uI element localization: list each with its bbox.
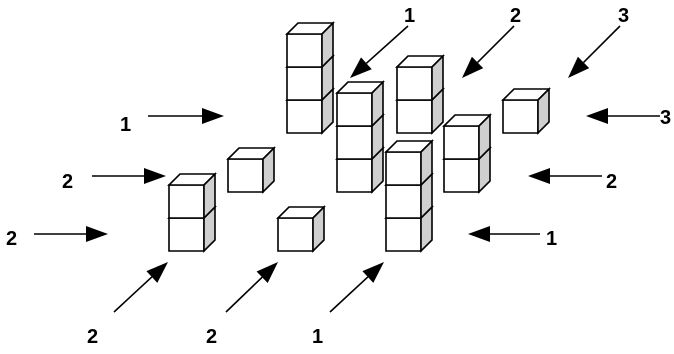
label-right-3: 3 [660, 107, 671, 129]
cube-stack [384, 139, 434, 253]
arrow [148, 108, 224, 124]
label-bottom-2-left: 2 [87, 326, 98, 348]
cube [285, 21, 335, 69]
cube-side-face [262, 146, 275, 194]
arrow-shaft [476, 25, 515, 64]
arrow-head [468, 226, 490, 242]
cube-front-face [336, 158, 373, 193]
cube-stack [167, 172, 217, 253]
arrow [462, 25, 515, 78]
cube-front-face [385, 151, 422, 186]
cube-front-face [286, 66, 323, 101]
cube-side-face [420, 139, 433, 187]
cube [395, 54, 445, 102]
cube-front-face [168, 184, 205, 219]
arrow [92, 168, 166, 184]
cube-front-face [168, 217, 205, 252]
cube [384, 139, 434, 187]
arrow-head [350, 57, 372, 78]
arrow [528, 168, 602, 184]
view-arrows [34, 25, 660, 313]
arrow [113, 262, 168, 313]
arrow [34, 226, 108, 242]
arrow [225, 262, 278, 313]
cube-front-face [336, 92, 373, 127]
cube-front-face [286, 33, 323, 68]
arrow-shaft [329, 276, 369, 313]
cube [276, 205, 326, 253]
arrow [329, 262, 384, 313]
label-right-1: 1 [546, 228, 557, 250]
label-bottom-1: 1 [312, 326, 323, 348]
cube [167, 172, 217, 220]
label-left-2-lower: 2 [6, 228, 17, 250]
label-left-2-upper: 2 [62, 171, 73, 193]
cube-front-face [227, 158, 264, 193]
cube-front-face [277, 217, 314, 252]
cube-stack [226, 146, 276, 194]
cube-front-face [443, 158, 480, 193]
arrow [586, 108, 660, 124]
arrow-head [362, 262, 384, 283]
cube-side-face [537, 87, 550, 135]
cube-side-face [203, 172, 216, 220]
arrow-shaft [225, 276, 263, 313]
arrow-shaft [582, 25, 621, 64]
label-right-2: 2 [606, 171, 617, 193]
arrow [350, 25, 409, 78]
label-bottom-2-mid: 2 [206, 326, 217, 348]
arrow-head [586, 108, 608, 124]
cube [442, 113, 492, 161]
cube-front-face [502, 99, 539, 134]
arrow-head [86, 226, 108, 242]
cube-side-face [371, 80, 384, 128]
label-top-2: 2 [510, 5, 521, 27]
cube-front-face [286, 99, 323, 134]
cube-stack [501, 87, 551, 135]
cube-stack [442, 113, 492, 194]
cube-front-face [396, 66, 433, 101]
cube-stacks [167, 21, 551, 253]
cube-side-face [478, 113, 491, 161]
arrow-head [146, 262, 168, 283]
cube-side-face [431, 54, 444, 102]
cube-stack [335, 80, 385, 194]
cube-front-face [396, 99, 433, 134]
arrow-head [256, 262, 278, 284]
cube-side-face [321, 21, 334, 69]
cube-stack [285, 21, 335, 135]
cube-stack [276, 205, 326, 253]
cube [501, 87, 551, 135]
label-top-3: 3 [618, 5, 629, 27]
arrow-head [528, 168, 550, 184]
cube-front-face [336, 125, 373, 160]
arrow-head [568, 56, 590, 78]
arrow-shaft [113, 276, 153, 313]
cube-side-face [312, 205, 325, 253]
cube [226, 146, 276, 194]
label-top-1: 1 [404, 5, 415, 27]
cube [335, 80, 385, 128]
cube-stack [395, 54, 445, 135]
arrow-shaft [365, 25, 409, 64]
arrow [468, 226, 540, 242]
label-left-1: 1 [120, 114, 131, 136]
cube-front-face [443, 125, 480, 160]
arrow-head [202, 108, 224, 124]
arrow-head [144, 168, 166, 184]
cube-front-face [385, 184, 422, 219]
arrow-head [462, 56, 484, 78]
cube-front-face [385, 217, 422, 252]
arrow [568, 25, 621, 78]
